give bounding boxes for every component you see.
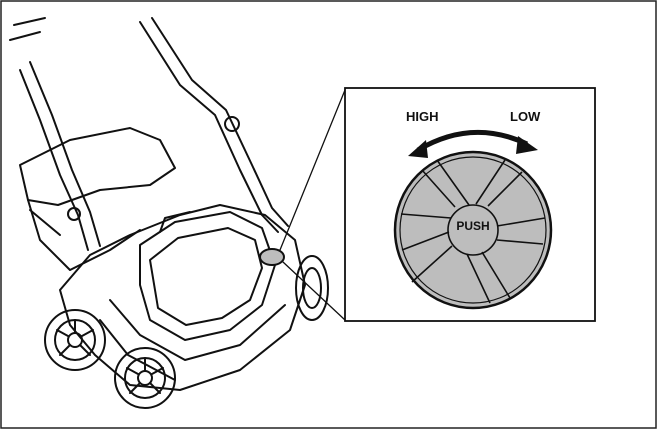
label-high: HIGH	[406, 109, 439, 124]
mower-handle-left	[19, 69, 89, 251]
front-left-wheel	[114, 347, 176, 409]
rear-left-wheel	[44, 309, 106, 371]
mower-deck	[59, 204, 306, 391]
label-push: PUSH	[456, 219, 489, 233]
callout-line-top	[279, 89, 346, 251]
callout-line-bottom	[282, 261, 346, 321]
motor-housing	[139, 211, 276, 341]
knob-detail-inset: HIGH LOW PUSH	[344, 87, 596, 322]
arrow-head-low	[516, 136, 538, 154]
grass-bag	[19, 127, 176, 206]
deck-adjust-knob	[259, 248, 285, 266]
front-right-wheel	[295, 255, 329, 321]
adjust-direction-arrow	[416, 129, 529, 153]
label-low: LOW	[510, 109, 541, 124]
mower-handle-right	[139, 21, 279, 233]
arrow-head-high	[408, 140, 428, 158]
lawn-mower-drawing	[9, 17, 346, 409]
height-adjust-knob: PUSH	[393, 150, 553, 310]
